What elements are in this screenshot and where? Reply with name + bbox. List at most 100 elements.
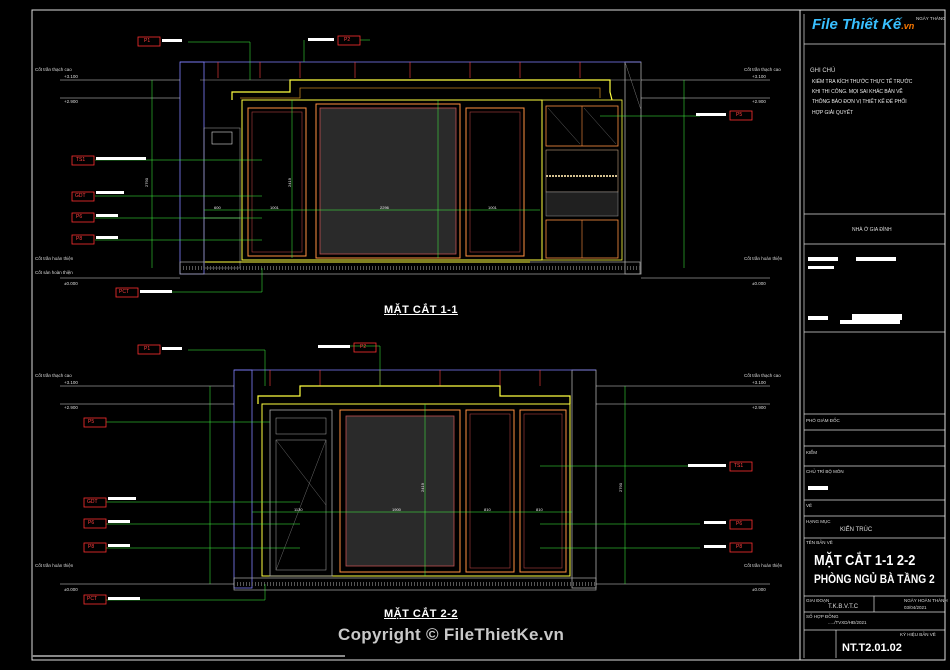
cornice-inner-s1 (240, 87, 601, 99)
drawn-label: VẼ (806, 503, 813, 508)
tag-p6r-s2: P6 (736, 521, 743, 527)
stage-label: GIAI ĐOẠN (806, 598, 830, 603)
tag-p5-s1: P5 (736, 112, 743, 118)
notes-heading: GHI CHÚ (810, 68, 836, 74)
wall-right-s2 (571, 369, 597, 589)
level-v-floor-s1-right: ±0.000 (752, 281, 766, 286)
dimension-lines-s1 (151, 80, 685, 268)
tag-p1-s1: P1 (144, 38, 151, 44)
level-v-floor-s1-left: ±0.000 (64, 281, 78, 286)
level-ceiling-low-s2-right: Cốt trần hoàn thiện (744, 563, 783, 568)
tag-p8-s2: P8 (88, 544, 95, 550)
leaders-s2 (106, 345, 700, 601)
title-block-bars (808, 257, 902, 490)
level-v-mid-s2-left: +2.900 (64, 405, 78, 410)
level-v-floor-s2-left: ±0.000 (64, 587, 78, 592)
date-label: NGÀY HOÀN THÀNH (904, 598, 948, 603)
brand-logo-suffix: .vn (901, 21, 915, 31)
panel-center-fabric-s2 (345, 415, 455, 567)
chairman-label: CHỦ TRÌ BỘ MÔN (806, 469, 844, 474)
level-ceiling-low-s1-left: Cốt trần hoàn thiện (35, 256, 74, 261)
project-name: NHÀ Ở GIA ĐÌNH (852, 227, 892, 233)
tag-ts1-s2: TS1 (734, 463, 744, 469)
tag-p2-s2: P2 (360, 344, 367, 350)
cornice-s2 (257, 385, 571, 404)
level-ceiling-high-s1-right: Cốt trần thạch cao (744, 67, 781, 72)
category-label: HẠNG MỤC (806, 519, 831, 524)
sheet-code: NT.T2.01.02 (842, 642, 902, 654)
level-ceiling-high-s2-left: Cốt trần thạch cao (35, 373, 72, 378)
wall-hatch (624, 61, 642, 111)
level-v-mid-s2-right: +2.900 (752, 405, 766, 410)
wall-right-s1 (624, 61, 642, 275)
dim-s2-height: 2419 (419, 483, 425, 492)
tag-ts1-s1: TS1 (76, 157, 86, 163)
level-ceiling-low-s1-right: Cốt trần hoàn thiện (744, 256, 783, 261)
category-value: KIẾN TRÚC (840, 527, 873, 533)
dim-s2-a: 810 (484, 507, 491, 512)
tag-p2-s1: P2 (344, 37, 351, 43)
panel-center-fabric-s1 (319, 107, 457, 255)
level-lines-s1 (60, 79, 770, 279)
tag-p5-s2: P5 (88, 419, 95, 425)
tag-gdt-s2: GDT (87, 499, 98, 505)
level-ceiling-high-s1-left: Cốt trần thạch cao (35, 67, 72, 72)
sheet-border (31, 9, 946, 661)
dim-s1-height: 2419 (286, 178, 292, 187)
panel-b-s2 (519, 409, 567, 573)
dim-s1-right: 1001 (488, 205, 497, 210)
date-value: 03/04/2021 (904, 605, 927, 610)
level-v-top-s2-left: +3.100 (64, 380, 78, 385)
level-v-mid-s1-right: +2.900 (752, 99, 766, 104)
tag-pct-s1: PCT (119, 289, 129, 295)
wardrobe-s1 (541, 99, 623, 261)
level-v-mid-s1-left: +2.900 (64, 99, 78, 104)
section-2-title: MẶT CẮT 2-2 (384, 608, 458, 620)
note-line-4: HỢP GIẢI QUYẾT (812, 110, 854, 116)
note-line-3: THÔNG BÁO ĐƠN VỊ THIẾT KẾ ĐỂ PHỐI (812, 99, 907, 105)
ceiling-hangers-s1 (217, 62, 581, 78)
dim-s1-left-sm: 600 (214, 205, 221, 210)
note-line-1: KIỂM TRA KÍCH THƯỚC THỰC TẾ TRƯỚC (812, 79, 913, 85)
dim-s1-main: 2296 (380, 205, 389, 210)
level-v-top-s1-right: +3.100 (752, 74, 766, 79)
drawing-name-label: TÊN BẢN VẼ (806, 540, 833, 545)
director-label: PHÓ GIÁM ĐỐC (806, 418, 840, 423)
annotation-bars (96, 38, 726, 600)
level-floor-s1-left: Cốt sàn hoàn thiện (35, 270, 73, 275)
tag-boxes (71, 35, 753, 605)
level-v-top-s1-left: +3.100 (64, 74, 78, 79)
title-block-grid (803, 14, 945, 658)
contract-value: ...../TVXD/HĐ/2021 (828, 620, 867, 625)
cornice-s1 (231, 79, 613, 101)
level-ceiling-low-s2-left: Cốt trần hoàn thiện (35, 563, 74, 568)
wall-left-s1 (179, 61, 205, 275)
note-line-2: KHI THI CÔNG. MỌI SAI KHÁC BẢN VẼ (812, 89, 903, 95)
brand-logo-text: File Thiết Kế (812, 16, 902, 33)
ceiling-hangers-s2 (269, 370, 541, 386)
section-1-title: MẶT CẮT 1-1 (384, 304, 458, 316)
drawing-title-line-2: PHÒNG NGỦ BÀ TẦNG 2 (814, 572, 935, 586)
dimension-lines-s2 (209, 386, 626, 584)
panel-left-s1 (247, 107, 307, 257)
brand-logo: File Thiết Kế.vn (812, 16, 914, 33)
dim-s2-b: 810 (536, 507, 543, 512)
dim-s1-total-h: 2790 (143, 178, 149, 187)
tag-gdt-s1: GDT (75, 193, 86, 199)
dim-s2-door: 1130 (294, 507, 303, 512)
door-s2 (269, 409, 333, 577)
stage-value: T.K.B.V.T.C (828, 604, 859, 610)
panel-center-s2 (339, 409, 461, 573)
drawing-title-line-1: MẶT CẮT 1-1 2-2 (814, 552, 916, 569)
panel-center-s1 (315, 103, 461, 259)
dim-s1-left: 1001 (270, 205, 279, 210)
stamp-label: NGÀY THÁNG (916, 16, 946, 21)
copyright-watermark: Copyright © FileThietKe.vn (338, 625, 565, 644)
tag-p8-s1: P8 (76, 236, 83, 242)
tag-p1-s2: P1 (144, 346, 151, 352)
wall-left-s2 (233, 369, 253, 589)
level-v-top-s2-right: +3.100 (752, 380, 766, 385)
panel-a-s2 (465, 409, 515, 573)
contract-label: SỐ HỢP ĐỒNG (806, 614, 839, 619)
